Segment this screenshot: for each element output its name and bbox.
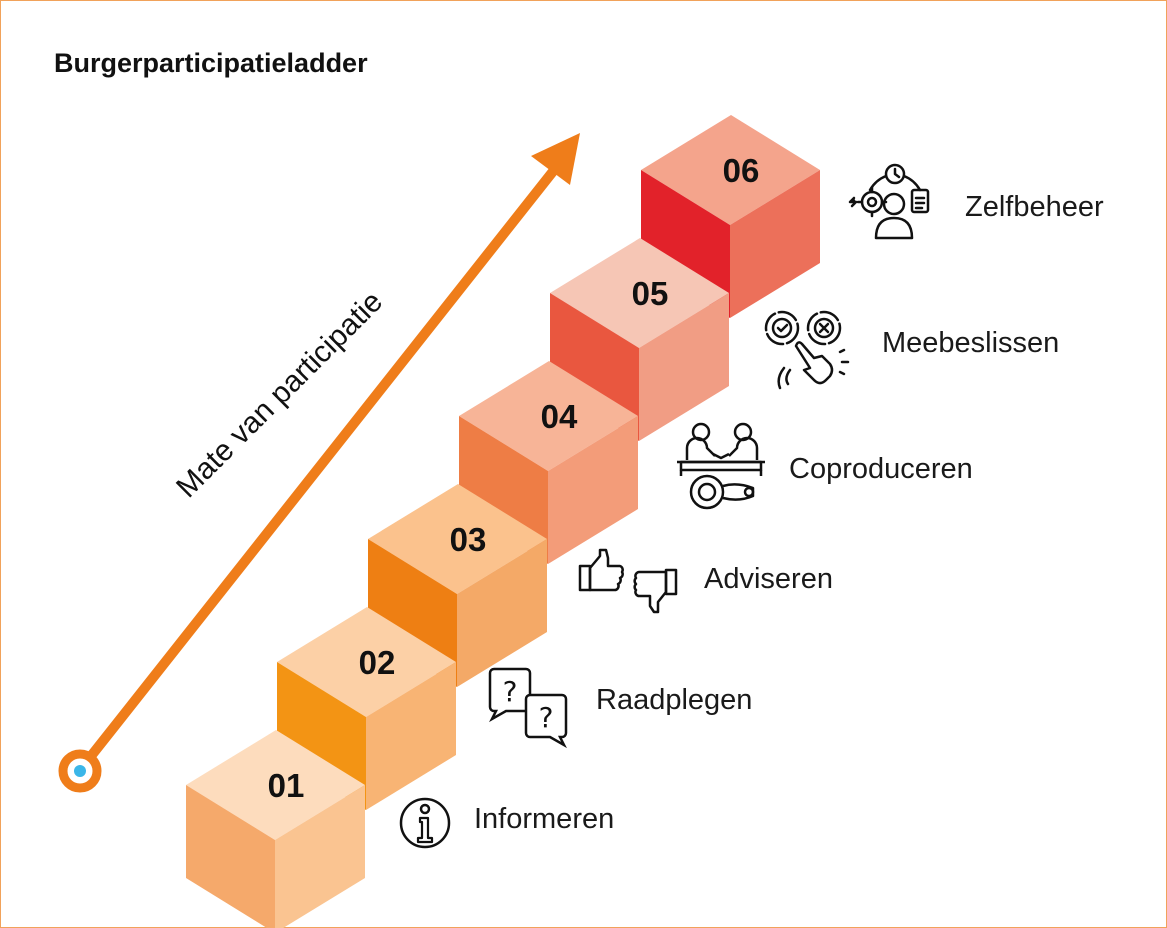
step-block-01: 01 — [186, 730, 365, 928]
step-side-face — [275, 785, 365, 928]
step-label-meebeslissen: Meebeslissen — [882, 327, 1060, 359]
step-number: 05 — [632, 275, 669, 312]
self-management-icon — [848, 163, 930, 240]
step-front-face — [186, 785, 275, 928]
step-side-face — [457, 539, 547, 687]
step-number: 04 — [541, 398, 578, 435]
step-number: 03 — [450, 521, 487, 558]
step-top-face — [186, 730, 365, 840]
step-side-face — [548, 416, 638, 564]
page-title: Burgerparticipatieladder — [54, 48, 368, 78]
step-label-coproduceren: Coproduceren — [789, 453, 973, 485]
step-top-face — [550, 238, 729, 348]
step-label-informeren: Informeren — [474, 803, 615, 835]
handshake-gear-icon — [677, 422, 765, 510]
step-label-adviseren: Adviseren — [704, 563, 833, 595]
thumbs-up-down-icon — [578, 548, 678, 614]
step-label-raadplegen: Raadplegen — [596, 684, 753, 716]
step-top-face — [641, 115, 820, 225]
step-number: 02 — [359, 644, 396, 681]
decision-check-cross-icon — [764, 310, 850, 390]
step-number: 06 — [723, 152, 760, 189]
step-side-face — [639, 293, 729, 441]
participation-arrow — [58, 133, 580, 793]
step-number: 01 — [268, 767, 305, 804]
svg-text:?: ? — [503, 675, 518, 708]
step-top-face — [368, 484, 547, 594]
step-side-face — [730, 170, 820, 318]
info-icon — [399, 797, 451, 849]
step-label-zelfbeheer: Zelfbeheer — [965, 191, 1104, 223]
step-top-face — [277, 607, 456, 717]
svg-text:?: ? — [539, 701, 554, 734]
step-top-face — [459, 361, 638, 471]
arrow-start-center — [74, 765, 86, 777]
question-bubbles-icon: ? ? — [488, 667, 568, 749]
step-side-face — [366, 662, 456, 810]
